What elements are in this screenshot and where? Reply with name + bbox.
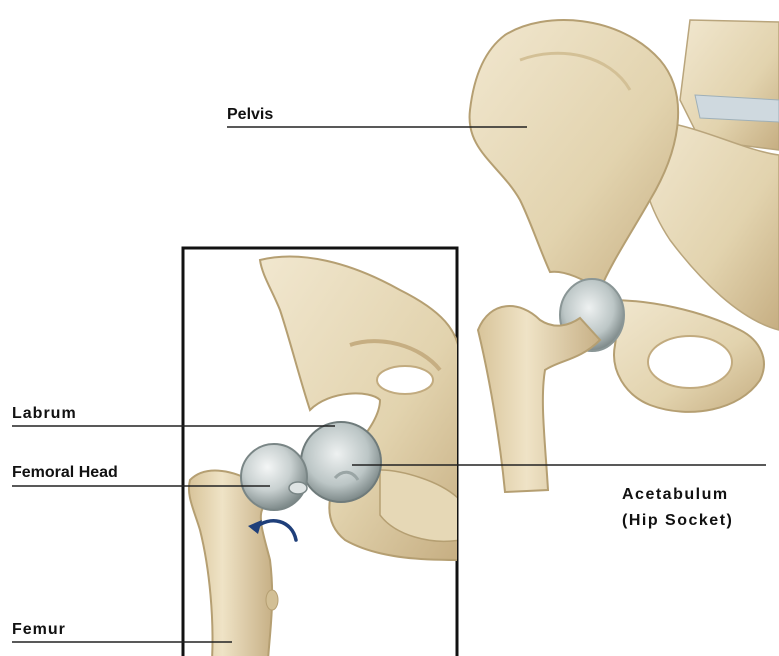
femoral-head-ball [241, 444, 307, 510]
pelvis-illustration [470, 20, 779, 492]
labrum-label: Labrum [12, 405, 77, 422]
pelvis-label: Pelvis [227, 106, 273, 123]
femur-small [478, 306, 600, 492]
inset-foramen [377, 366, 433, 394]
pelvis-ilium [470, 20, 679, 290]
femur-label: Femur [12, 621, 66, 638]
hip-socket-label: (Hip Socket) [622, 512, 733, 529]
obturator-foramen [648, 336, 732, 388]
acetabulum-label: Acetabulum [622, 486, 729, 503]
femoral-head-label: Femoral Head [12, 464, 118, 481]
intervertebral-disc [695, 95, 779, 122]
acetabulum-socket [301, 422, 381, 502]
